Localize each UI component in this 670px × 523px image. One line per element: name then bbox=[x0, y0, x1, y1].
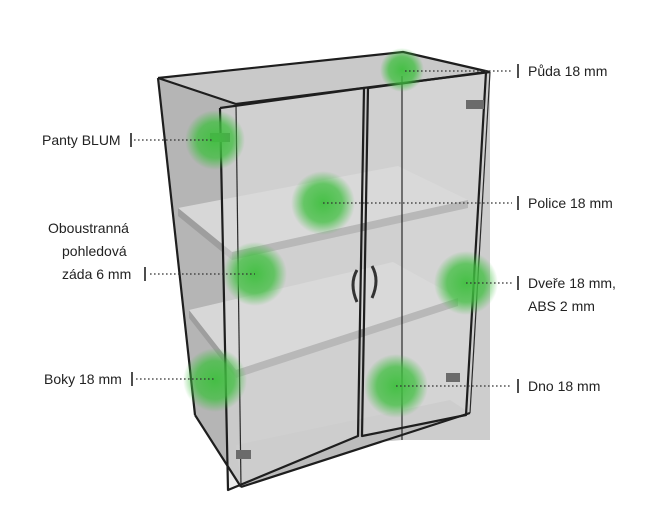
leaders bbox=[130, 64, 519, 393]
highlight-panty bbox=[185, 110, 245, 170]
label-boky: Boky 18 mm bbox=[44, 371, 122, 387]
highlights bbox=[183, 48, 498, 418]
hinge-bottom-left bbox=[236, 450, 251, 459]
hinge-top-right bbox=[466, 100, 484, 109]
label-dvere-line1: Dveře 18 mm, bbox=[528, 275, 616, 291]
label-zada-line2: pohledová bbox=[62, 243, 127, 259]
right-door bbox=[362, 72, 486, 436]
label-zada-line1: Oboustranná bbox=[48, 220, 129, 236]
right-door-handle bbox=[370, 265, 378, 299]
label-puda: Půda 18 mm bbox=[528, 63, 607, 79]
label-panty: Panty BLUM bbox=[42, 132, 121, 148]
hinge-bottom-right bbox=[446, 373, 460, 382]
label-police: Police 18 mm bbox=[528, 195, 613, 211]
highlight-puda bbox=[380, 48, 424, 92]
left-door-handle bbox=[351, 269, 359, 303]
label-zada-line3: záda 6 mm bbox=[62, 266, 131, 282]
highlight-boky bbox=[183, 348, 247, 412]
label-dno: Dno 18 mm bbox=[528, 378, 600, 394]
labels: Půda 18 mm Panty BLUM Police 18 mm Obous… bbox=[42, 63, 616, 394]
label-dvere-line2: ABS 2 mm bbox=[528, 298, 595, 314]
shelf-top-front bbox=[178, 208, 232, 260]
